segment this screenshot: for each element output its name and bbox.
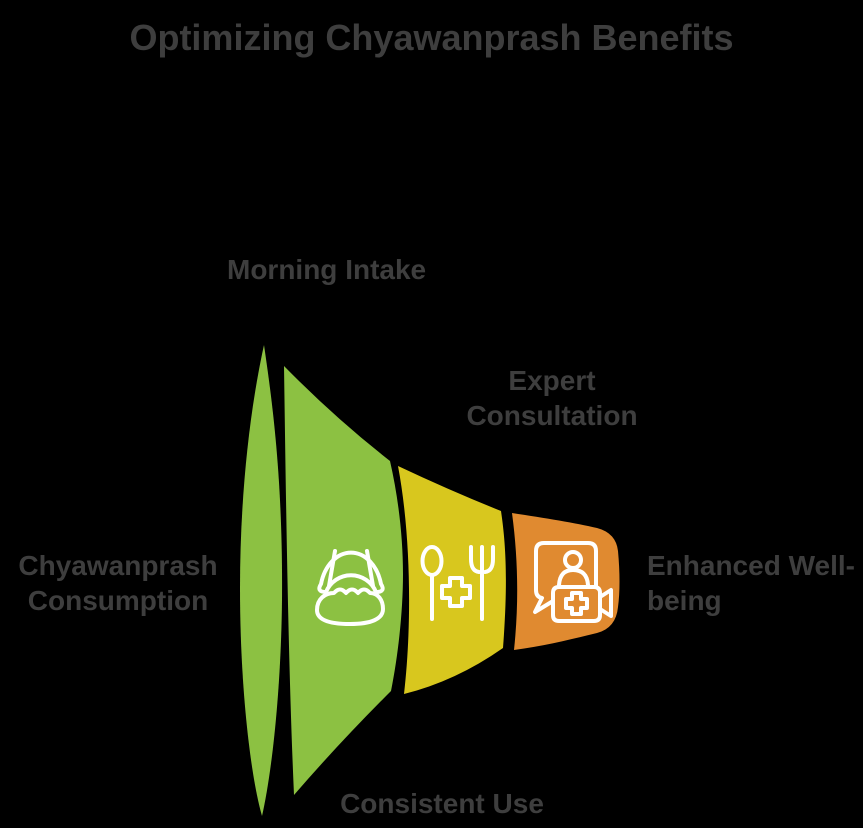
- spoon-fork-medical-cross-icon: [420, 545, 495, 621]
- label-expert-consultation: Expert Consultation: [442, 363, 662, 433]
- telehealth-video-consult-icon: [533, 541, 613, 623]
- label-expert-consultation-line2: Consultation: [466, 400, 638, 431]
- croissant-shape: [317, 550, 385, 594]
- fork-tine-left: [469, 545, 481, 574]
- fork-tine-right: [483, 545, 495, 574]
- label-enhanced-line1: Enhanced Well-: [647, 550, 855, 581]
- person-shoulders: [557, 568, 590, 587]
- label-consistent-use: Consistent Use: [340, 788, 544, 819]
- croissant-segment-line-right: [365, 549, 375, 588]
- label-chyawanprash-line1: Chyawanprash: [18, 550, 218, 581]
- label-chyawanprash-consumption: Chyawanprash Consumption: [8, 548, 228, 618]
- label-chyawanprash-line2: Consumption: [27, 585, 209, 616]
- label-expert-consultation-line1: Expert: [508, 365, 596, 396]
- video-camera-body: [551, 585, 602, 623]
- bread-loaf-shape: [315, 587, 385, 626]
- camera-medical-cross: [564, 591, 589, 616]
- page-title: Optimizing Chyawanprash Benefits: [129, 17, 734, 58]
- medical-cross-outline: [440, 576, 472, 608]
- label-morning-intake: Morning Intake: [227, 254, 427, 285]
- funnel-stage-chyawanprash-consumption: [284, 366, 403, 795]
- croissant-segment-line-left: [327, 549, 337, 588]
- funnel-stage-enhanced-wellbeing: [512, 513, 620, 650]
- funnel-mouth-lens: [240, 345, 283, 816]
- label-enhanced-well-being: Enhanced Well- being: [647, 548, 863, 618]
- video-camera-lens: [598, 588, 613, 618]
- label-enhanced-line2: being: [647, 585, 722, 616]
- croissant-bread-icon: [315, 549, 385, 626]
